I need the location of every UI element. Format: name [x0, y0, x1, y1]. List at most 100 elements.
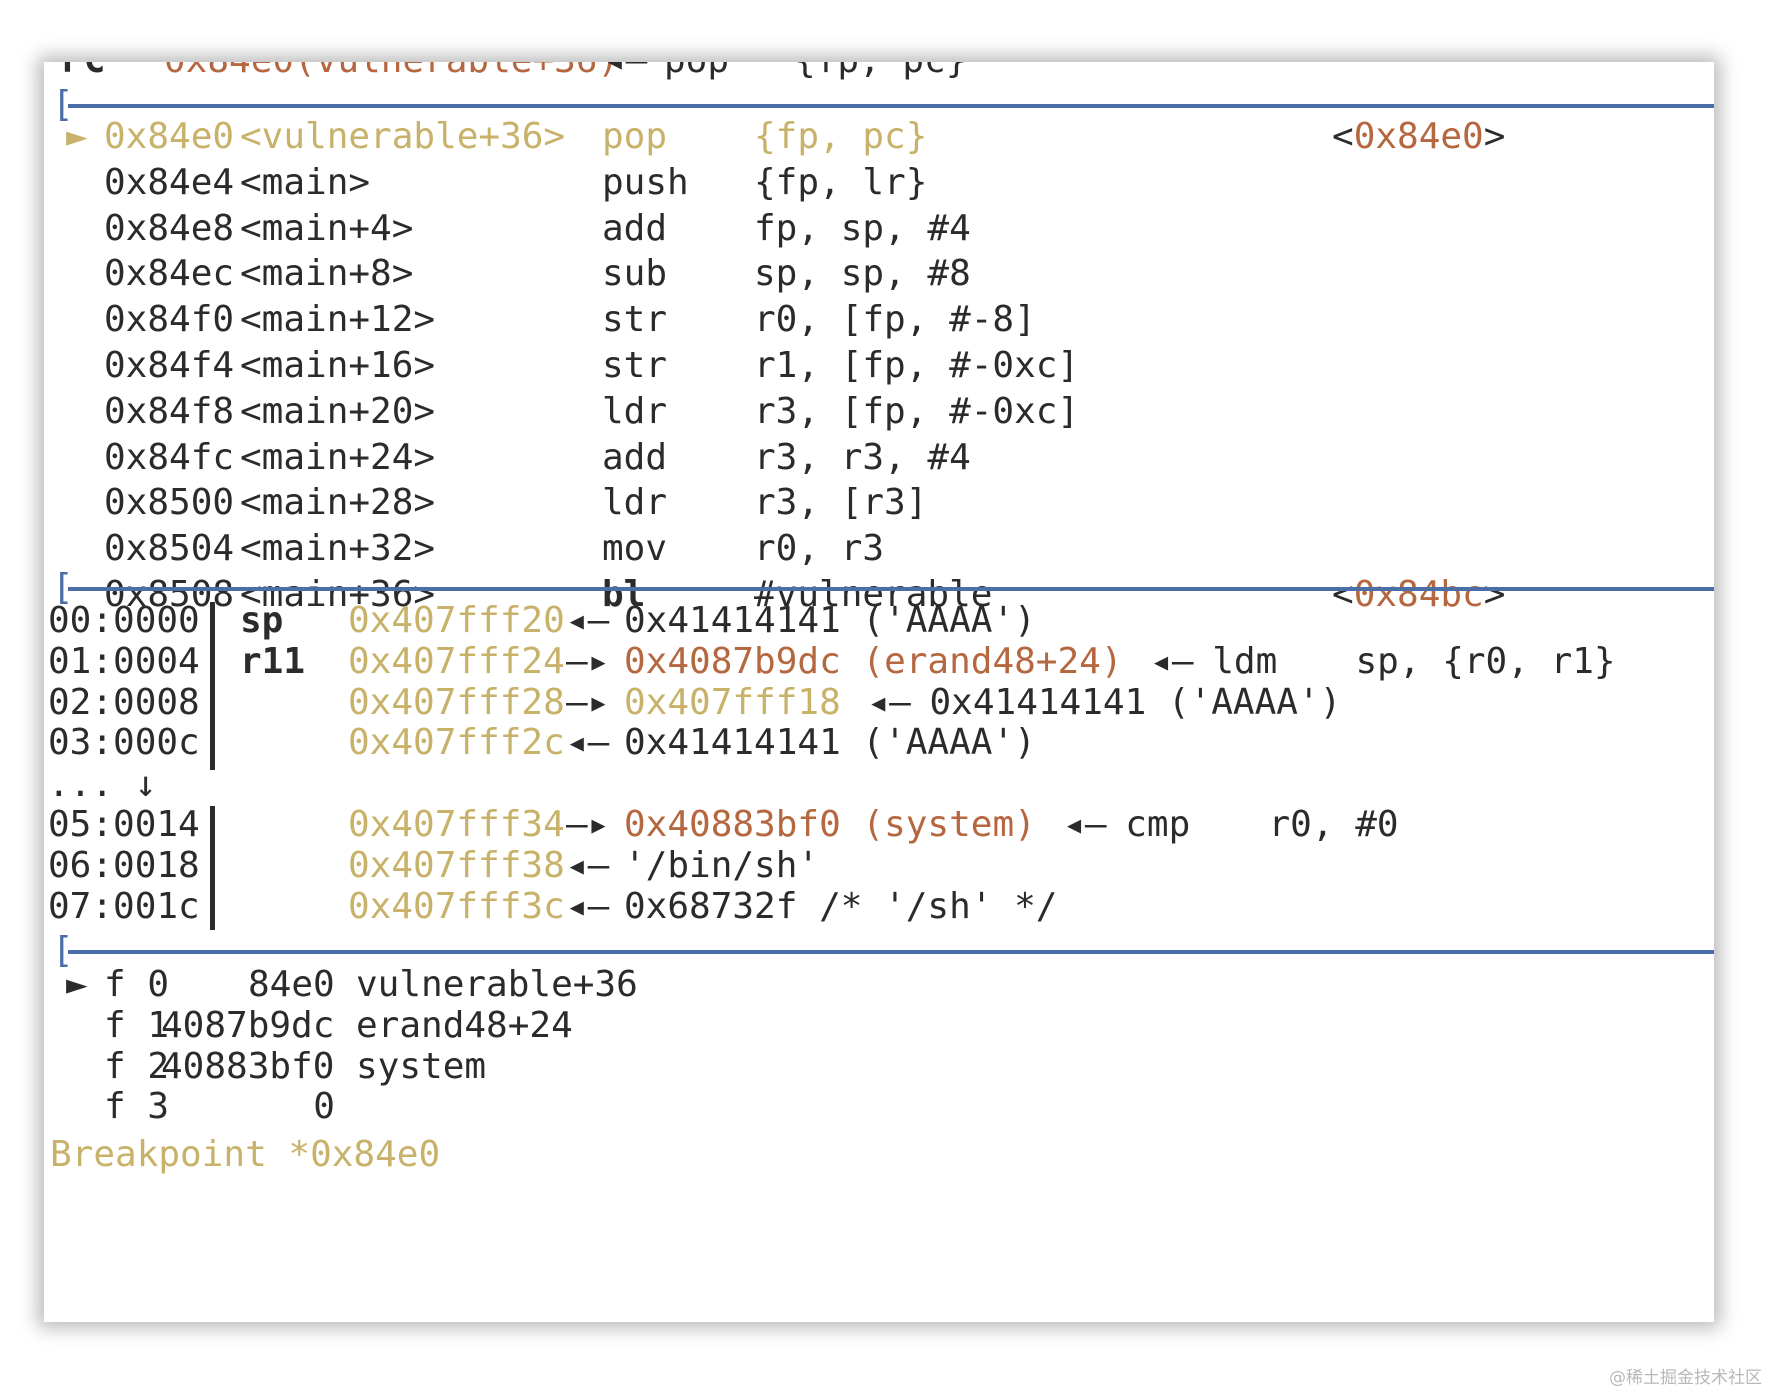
disasm-operands: r3, r3, #4: [754, 436, 971, 478]
disasm-address: 0x84fc: [104, 436, 235, 478]
disasm-operands: {fp, pc}: [754, 116, 928, 157]
disasm-mnemonic: ldr: [602, 390, 668, 432]
section-separator-disasm: [: [44, 84, 1714, 130]
stack-address: 0x407fff3c: [348, 885, 565, 927]
stack-offset: 01:0004: [48, 640, 200, 682]
disasm-operands: r3, [r3]: [754, 482, 928, 524]
cut-reg: PC: [62, 62, 105, 84]
disasm-mnemonic: ldr: [602, 482, 668, 524]
disasm-address: 0x84e4: [104, 161, 235, 203]
stack-offset: 06:0018: [48, 844, 200, 886]
stack-value: 0x40883bf0 (system): [624, 804, 1036, 845]
separator-rule: [68, 104, 1714, 108]
frame-symbol: erand48+24: [356, 1004, 573, 1046]
separator-rule: [68, 950, 1714, 954]
stack-address: 0x407fff34: [348, 804, 565, 845]
disasm-mnemonic: bl: [602, 574, 646, 615]
stack-deref-value: ldm: [1212, 640, 1278, 682]
stack-register: sp: [240, 600, 284, 641]
stack-offset: 02:0008: [48, 681, 200, 723]
arrow-icon: —▸: [566, 804, 610, 845]
stack-skip-indicator: ... ↓: [48, 764, 157, 805]
disasm-mnemonic: push: [602, 161, 689, 203]
cut-op: pop: [664, 62, 729, 84]
disasm-address: 0x84f4: [104, 345, 235, 386]
arrow-icon: ◂—: [566, 722, 610, 764]
cut-addr: 0x84e0: [164, 62, 294, 84]
current-frame-marker-icon: ►: [66, 964, 88, 1005]
cut-arrow: ◂—: [604, 62, 647, 84]
disasm-operands: r0, r3: [754, 528, 885, 570]
frame-index: f 2: [104, 1045, 170, 1087]
frame-address: 40883bf0: [161, 1045, 335, 1087]
status-line: Breakpoint *0x84e0: [44, 1132, 440, 1178]
disasm-mnemonic: str: [602, 345, 668, 386]
stack-deref-value: 0x41414141 ('AAAA'): [929, 681, 1342, 723]
stack-value: 0x41414141 ('AAAA'): [624, 600, 1036, 641]
disasm-mnemonic: pop: [602, 116, 668, 157]
disasm-operands: #vulnerable: [754, 574, 993, 615]
separator-bracket: [: [52, 567, 74, 608]
disasm-symbol: <main+16>: [240, 345, 436, 386]
disasm-address: 0x8500: [104, 482, 235, 524]
section-separator-stack: [: [44, 567, 1714, 613]
frame-index: f 3: [104, 1086, 170, 1128]
disasm-mnemonic: str: [602, 299, 668, 341]
disasm-symbol: <main+8>: [240, 253, 414, 295]
disasm-operands: r1, [fp, #-0xc]: [754, 345, 1080, 386]
disasm-address: 0x84e0: [104, 116, 235, 157]
stack-deref-value: cmp: [1125, 804, 1191, 845]
disasm-target: <0x84e0>: [1332, 116, 1506, 157]
frame-index: f 0: [104, 964, 170, 1005]
disasm-operands: r0, [fp, #-8]: [754, 299, 1036, 341]
disasm-mnemonic: add: [602, 207, 668, 249]
disasm-operands: sp, sp, #8: [754, 253, 971, 295]
separator-rule: [68, 587, 1714, 591]
stack-value: 0x4087b9dc (erand48+24): [624, 640, 1123, 682]
stack-offset: 00:0000: [48, 600, 200, 641]
stack-offset: 03:000c: [48, 722, 200, 764]
arrow-icon: ◂—: [867, 681, 911, 723]
disasm-address: 0x84f8: [104, 390, 235, 432]
arrow-icon: ◂—: [1063, 804, 1107, 845]
breakpoint-status: Breakpoint *0x84e0: [50, 1134, 441, 1175]
disasm-symbol: <main>: [240, 161, 371, 203]
stack-address: 0x407fff20: [348, 600, 565, 641]
disasm-mnemonic: sub: [602, 253, 668, 295]
disasm-target: <0x84bc>: [1332, 574, 1506, 615]
disasm-mnemonic: add: [602, 436, 668, 478]
frame-symbol: vulnerable+36: [356, 964, 638, 1005]
frame-address: 84e0: [248, 964, 335, 1005]
cut-sym: (vulnerable+36): [294, 62, 619, 84]
stack-address: 0x407fff28: [348, 681, 565, 723]
stack-address: 0x407fff24: [348, 640, 565, 682]
disasm-operands: {fp, lr}: [754, 161, 928, 203]
stack-value: 0x41414141 ('AAAA'): [624, 722, 1036, 764]
arrow-icon: —▸: [566, 681, 610, 723]
frame-symbol: system: [356, 1045, 487, 1087]
terminal-window: PC 0x84e0 (vulnerable+36) ◂— pop {fp, pc…: [44, 62, 1714, 1322]
frame-address: 0: [313, 1086, 335, 1128]
disasm-symbol: <vulnerable+36>: [240, 116, 566, 157]
stack-divider: [210, 806, 215, 930]
disasm-address: 0x84f0: [104, 299, 235, 341]
stack-offset: 05:0014: [48, 804, 200, 845]
stack-value: '/bin/sh': [624, 844, 820, 886]
disasm-symbol: <main+32>: [240, 528, 436, 570]
stack-offset: 07:001c: [48, 885, 200, 927]
separator-bracket: [: [52, 930, 74, 971]
arrow-icon: ◂—: [1150, 640, 1194, 682]
cut-args: {fp, pc}: [794, 62, 967, 84]
frame-index: f 1: [104, 1004, 170, 1046]
stack-deref-operands: sp, {r0, r1}: [1355, 640, 1616, 682]
stack-address: 0x407fff2c: [348, 722, 565, 764]
disasm-symbol: <main+12>: [240, 299, 436, 341]
stack-register: r11: [240, 640, 306, 682]
disasm-mnemonic: mov: [602, 528, 668, 570]
arrow-icon: —▸: [566, 640, 610, 682]
arrow-icon: ◂—: [566, 600, 610, 641]
arrow-icon: ◂—: [566, 885, 610, 927]
arrow-icon: ◂—: [566, 844, 610, 886]
disasm-operands: fp, sp, #4: [754, 207, 971, 249]
current-instruction-marker-icon: ►: [66, 116, 88, 157]
